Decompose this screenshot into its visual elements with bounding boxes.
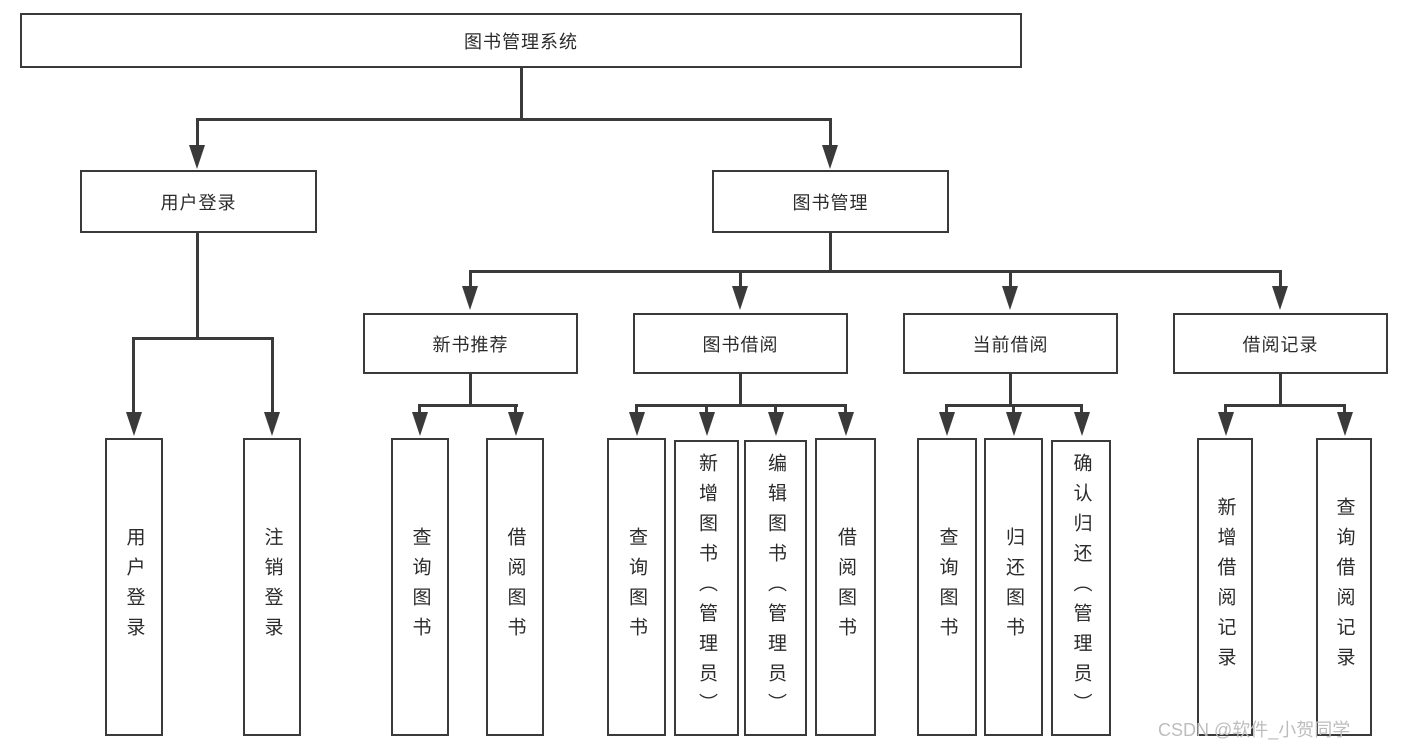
arrow-down-icon	[1218, 412, 1234, 436]
leaf-current-query: 查询图书	[917, 438, 977, 736]
connector-line	[196, 233, 199, 340]
connector-line	[196, 118, 832, 121]
arrow-down-icon	[189, 145, 205, 169]
connector-line	[844, 404, 847, 414]
connector-line	[829, 118, 832, 146]
leaf-borrow-edit: 编辑图书（管理员）	[744, 440, 807, 736]
connector-line	[1279, 270, 1282, 286]
connector-line	[469, 270, 472, 286]
connector-line	[1009, 374, 1012, 407]
connector-line	[469, 374, 472, 407]
connector-line	[1343, 404, 1346, 414]
node-book-borrow: 图书借阅	[633, 313, 848, 374]
connector-line	[196, 118, 199, 146]
connector-line	[635, 404, 638, 414]
arrow-down-icon	[699, 412, 715, 436]
arrow-down-icon	[412, 412, 428, 436]
connector-line	[132, 337, 274, 340]
connector-line	[418, 404, 518, 407]
leaf-current-confirm: 确认归还（管理员）	[1051, 440, 1111, 736]
watermark: CSDN @软件_小贺同学	[1158, 720, 1351, 740]
leaf-current-return: 归还图书	[984, 438, 1043, 736]
node-root: 图书管理系统	[20, 13, 1022, 68]
connector-line	[1012, 404, 1015, 414]
arrow-down-icon	[768, 412, 784, 436]
leaf-borrow-add: 新增图书（管理员）	[674, 440, 739, 736]
arrow-down-icon	[508, 412, 524, 436]
leaf-newbooks-query: 查询图书	[391, 438, 449, 736]
leaf-borrow-borrow: 借阅图书	[815, 438, 876, 736]
arrow-down-icon	[126, 412, 142, 436]
node-book-management: 图书管理	[712, 170, 949, 233]
node-user-login: 用户登录	[80, 170, 317, 233]
connector-line	[520, 68, 523, 120]
arrow-down-icon	[264, 412, 280, 436]
connector-line	[739, 270, 742, 286]
connector-line	[418, 404, 421, 414]
leaf-newbooks-borrow: 借阅图书	[486, 438, 544, 736]
connector-line	[739, 374, 742, 407]
connector-line	[1009, 270, 1012, 286]
connector-line	[514, 404, 517, 414]
arrow-down-icon	[939, 412, 955, 436]
connector-line	[635, 404, 847, 407]
arrow-down-icon	[462, 286, 478, 310]
arrow-down-icon	[1272, 286, 1288, 310]
connector-line	[945, 404, 948, 414]
connector-line	[1224, 404, 1227, 414]
connector-line	[1080, 404, 1083, 414]
arrow-down-icon	[1337, 412, 1353, 436]
connector-line	[1279, 374, 1282, 407]
arrow-down-icon	[822, 145, 838, 169]
connector-line	[1224, 404, 1346, 407]
connector-line	[774, 404, 777, 414]
node-borrow-records: 借阅记录	[1173, 313, 1388, 374]
arrow-down-icon	[1002, 286, 1018, 310]
connector-line	[469, 270, 1282, 273]
leaf-user-login: 用户登录	[105, 438, 163, 736]
leaf-records-query: 查询借阅记录	[1316, 438, 1372, 736]
arrow-down-icon	[629, 412, 645, 436]
connector-line	[271, 337, 274, 412]
leaf-borrow-query: 查询图书	[607, 438, 666, 736]
node-current-borrow: 当前借阅	[903, 313, 1118, 374]
arrow-down-icon	[732, 286, 748, 310]
leaf-records-add: 新增借阅记录	[1197, 438, 1253, 736]
arrow-down-icon	[1074, 412, 1090, 436]
connector-line	[132, 337, 135, 412]
node-new-book-recommend: 新书推荐	[363, 313, 578, 374]
arrow-down-icon	[1006, 412, 1022, 436]
arrow-down-icon	[838, 412, 854, 436]
leaf-logout: 注销登录	[243, 438, 301, 736]
connector-line	[705, 404, 708, 414]
connector-line	[829, 233, 832, 273]
